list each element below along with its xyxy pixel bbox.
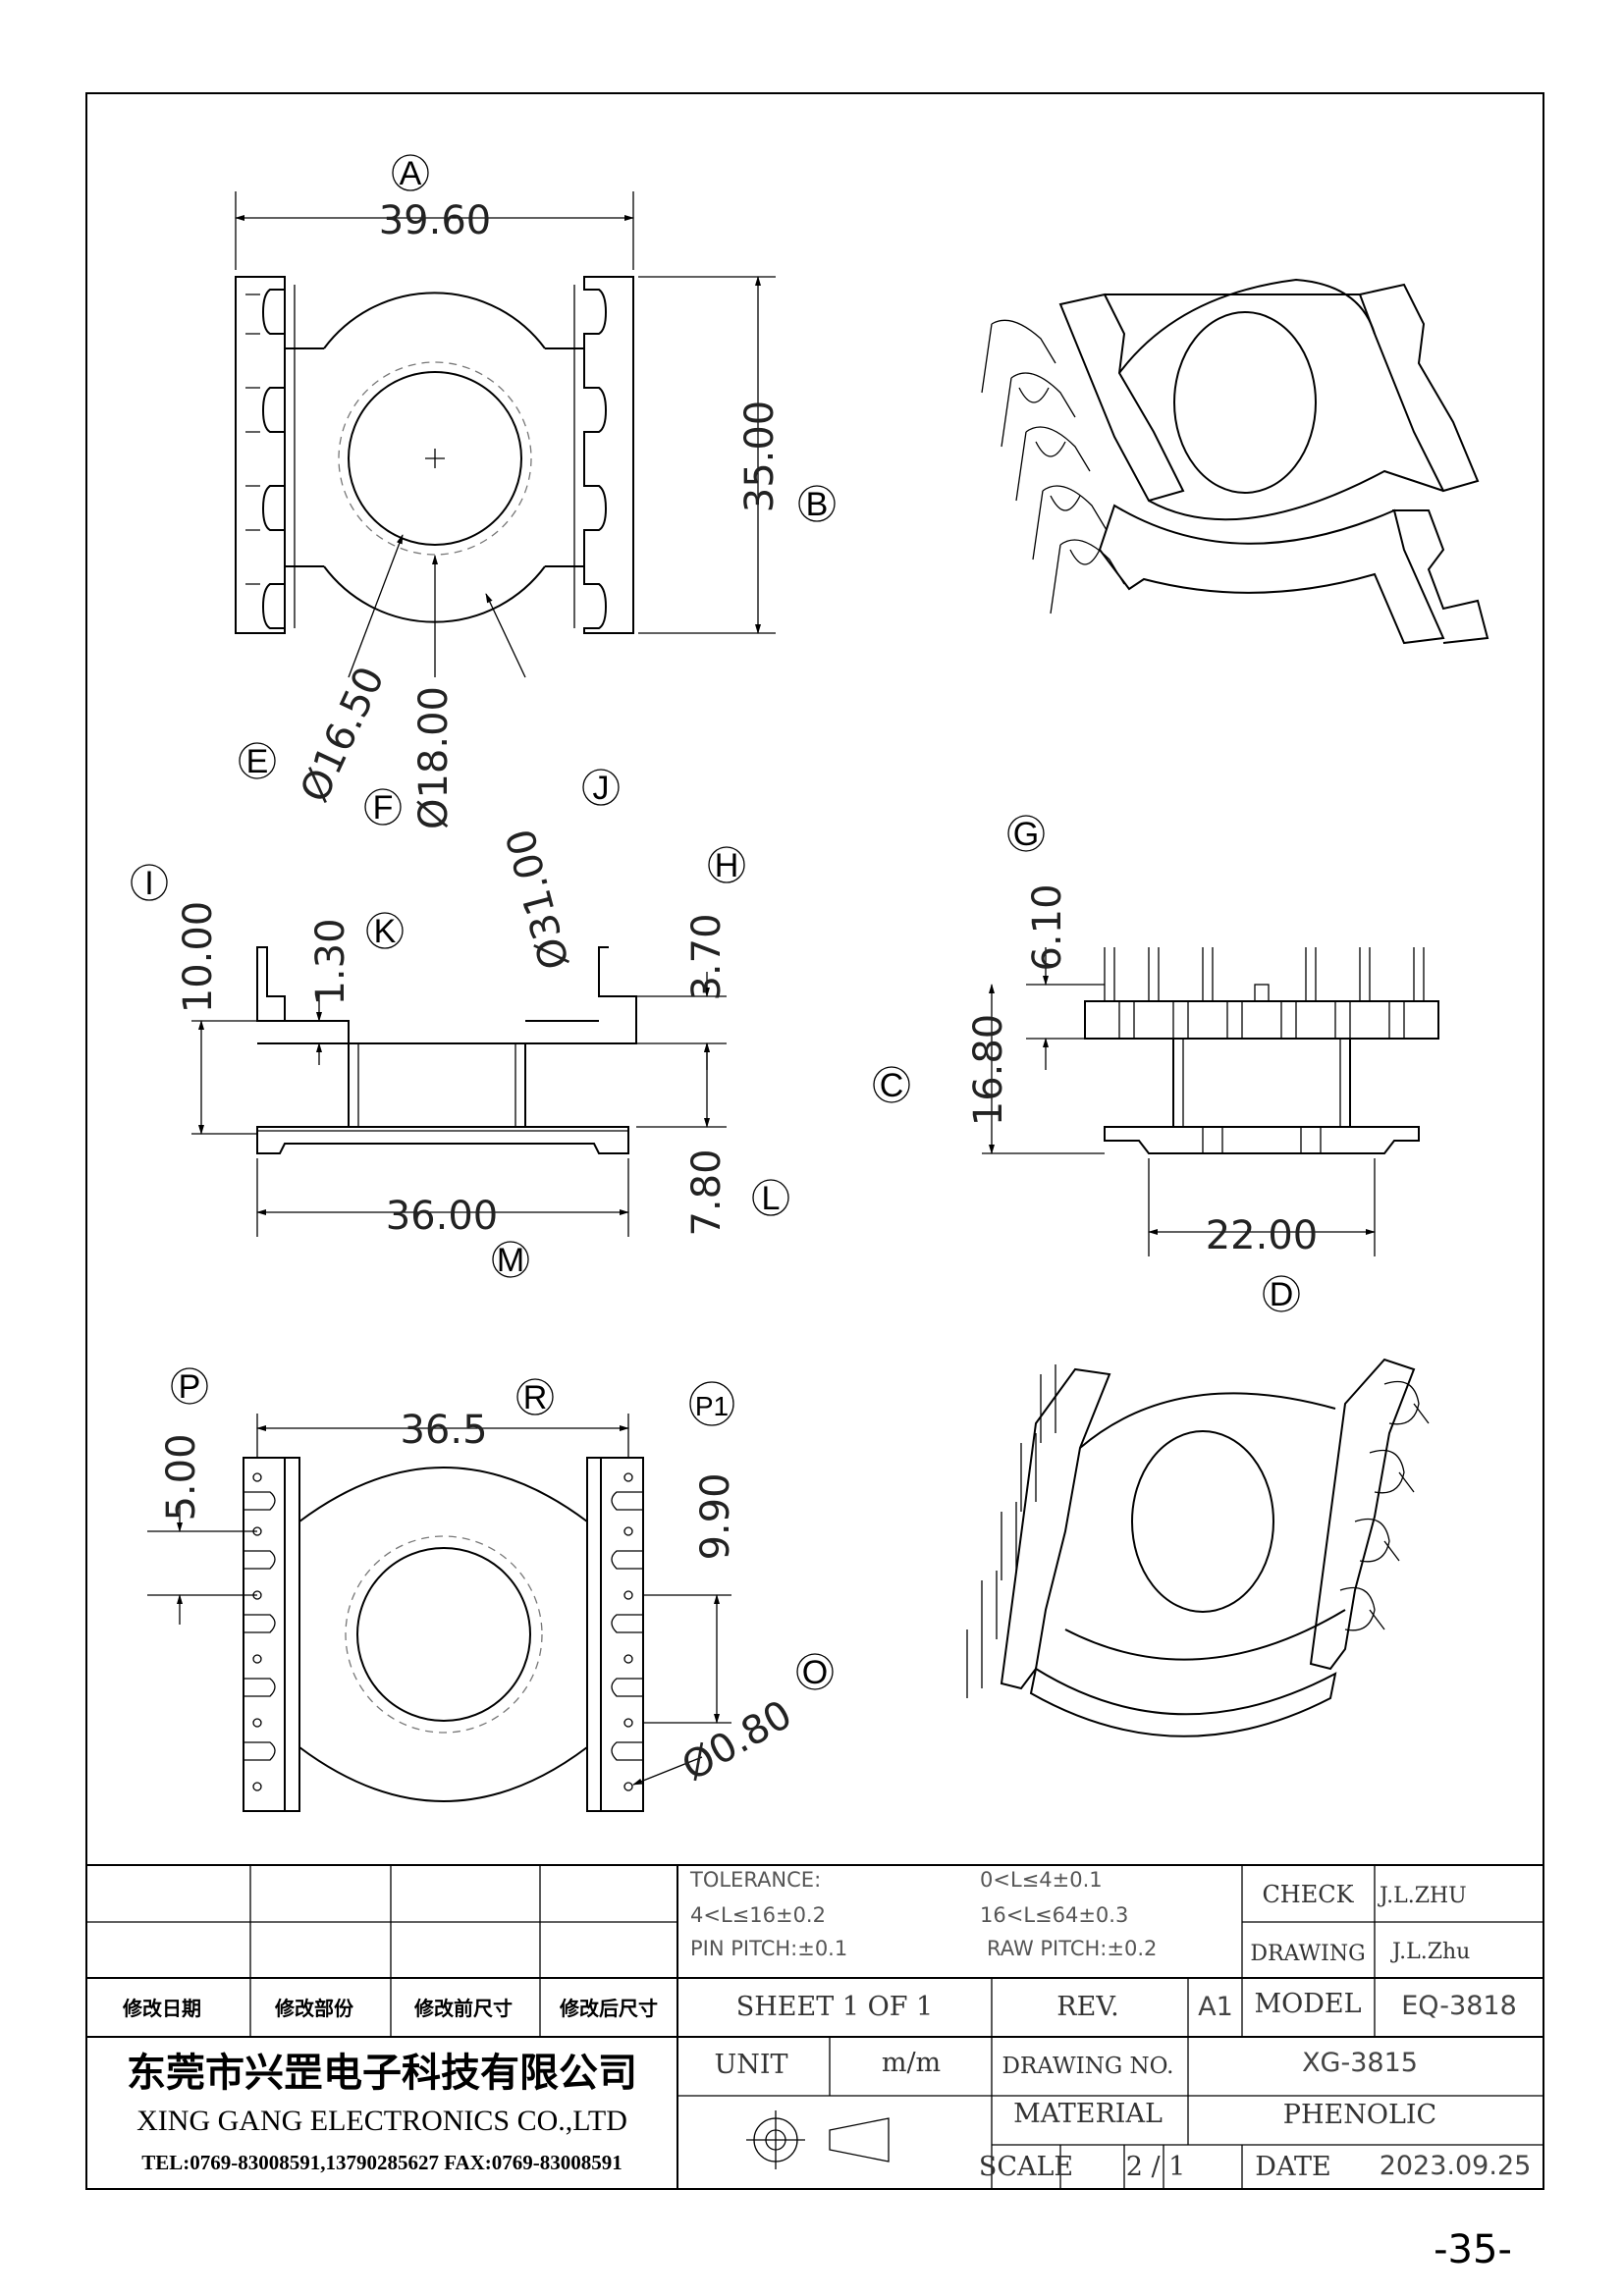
dim-m-text: 36.00 [386, 1194, 499, 1239]
isometric-view-bottom [966, 1358, 1430, 1737]
dim-d-text: 22.00 [1206, 1213, 1319, 1258]
dim-k-text: 1.30 [308, 918, 353, 1005]
company-name-cn: 东莞市兴罡电子科技有限公司 [127, 2050, 637, 2096]
check-label: CHECK [1262, 1881, 1354, 1908]
dim-g-text: 6.10 [1025, 883, 1070, 971]
dim-o-text: Ø0.80 [675, 1692, 799, 1790]
dim-c-text: 16.80 [966, 1014, 1011, 1127]
label-f: F [373, 789, 394, 827]
end-view: 6.10 16.80 22.00 G C D [873, 815, 1439, 1313]
label-c: C [880, 1067, 904, 1104]
label-g: G [1013, 816, 1039, 853]
revision-before-header: 修改前尺寸 [413, 1997, 513, 2020]
isometric-view-top [981, 278, 1489, 645]
company-name-en: XING GANG ELECTRONICS CO.,LTD [136, 2105, 627, 2137]
sheet-text: SHEET 1 OF 1 [736, 1992, 933, 2022]
rev-value: A1 [1198, 1992, 1233, 2022]
label-m: M [497, 1242, 524, 1279]
revision-after-header: 修改后尺寸 [559, 1997, 658, 2020]
label-d: D [1270, 1276, 1294, 1313]
drawing-label: DRAWING [1250, 1942, 1365, 1966]
label-k: K [374, 913, 397, 950]
label-r: R [523, 1379, 548, 1416]
company-contact: TEL:0769-83008591,13790285627 FAX:0769-8… [141, 2151, 623, 2174]
drawing-no-value: XG-3815 [1302, 2048, 1418, 2078]
dim-f-text: Ø18.00 [411, 686, 457, 829]
dim-j-text: Ø31.00 [498, 824, 578, 974]
side-view: 10.00 1.30 3.70 7.80 36.00 I K H L M [131, 846, 789, 1279]
unit-value: m/m [882, 2048, 941, 2078]
tolerance-3: 16<L≤64±0.3 [980, 1903, 1128, 1927]
model-value: EQ-3818 [1401, 1991, 1517, 2021]
label-e: E [246, 743, 269, 780]
drawing-value: J.L.Zhu [1390, 1940, 1470, 1964]
tolerance-2: 4<L≤16±0.2 [690, 1903, 826, 1927]
bottom-view: 36.5 5.00 9.90 Ø0.80 P R P1 O [147, 1367, 834, 1812]
title-block: TOLERANCE: 0<L≤4±0.1 4<L≤16±0.2 16<L≤64±… [86, 1864, 1543, 2189]
dim-e-text: Ø16.50 [292, 660, 393, 809]
rev-label: REV. [1056, 1992, 1118, 2022]
pin-pitch: PIN PITCH:±0.1 [690, 1937, 847, 1960]
label-b: B [806, 486, 829, 523]
revision-date-header: 修改日期 [122, 1997, 201, 2020]
date-label: DATE [1255, 2152, 1330, 2182]
label-l: L [762, 1180, 781, 1217]
scale-value: 2 / 1 [1126, 2152, 1186, 2182]
label-p1: P1 [695, 1391, 729, 1421]
projection-symbol-icon [746, 2110, 890, 2169]
check-value: J.L.ZHU [1378, 1884, 1467, 1908]
label-j: J [593, 770, 610, 807]
date-value: 2023.09.25 [1380, 2151, 1532, 2181]
dim-r-text: 36.5 [400, 1408, 487, 1453]
tolerance-1: 0<L≤4±0.1 [980, 1868, 1103, 1892]
dim-i-text: 10.00 [176, 901, 221, 1014]
dim-p1-text: 9.90 [693, 1472, 738, 1560]
label-i: I [144, 865, 153, 902]
top-view: 39.60 35.00 Ø16.50 Ø18.00 Ø31.00 A B E F… [235, 154, 836, 974]
label-p: P [179, 1368, 201, 1406]
dim-b-text: 35.00 [737, 400, 783, 513]
dim-p-text: 5.00 [159, 1433, 204, 1521]
material-label: MATERIAL [1013, 2099, 1163, 2129]
dim-l-text: 7.80 [684, 1148, 730, 1236]
revision-part-header: 修改部份 [274, 1997, 354, 2020]
label-o: O [802, 1654, 828, 1691]
dim-a-text: 39.60 [379, 198, 492, 243]
page-border [85, 92, 1544, 2190]
scale-label: SCALE [979, 2152, 1073, 2182]
page-number: -35- [1434, 2227, 1512, 2272]
material-value: PHENOLIC [1283, 2100, 1436, 2130]
raw-pitch: RAW PITCH:±0.2 [987, 1937, 1157, 1960]
label-a: A [400, 155, 422, 192]
model-label: MODEL [1254, 1989, 1361, 2019]
dim-h-text: 3.70 [684, 913, 730, 1000]
drawing-no-label: DRAWING NO. [1002, 2054, 1174, 2079]
label-h: H [715, 847, 739, 884]
unit-label: UNIT [714, 2050, 787, 2080]
tolerance-label: TOLERANCE: [689, 1868, 821, 1892]
